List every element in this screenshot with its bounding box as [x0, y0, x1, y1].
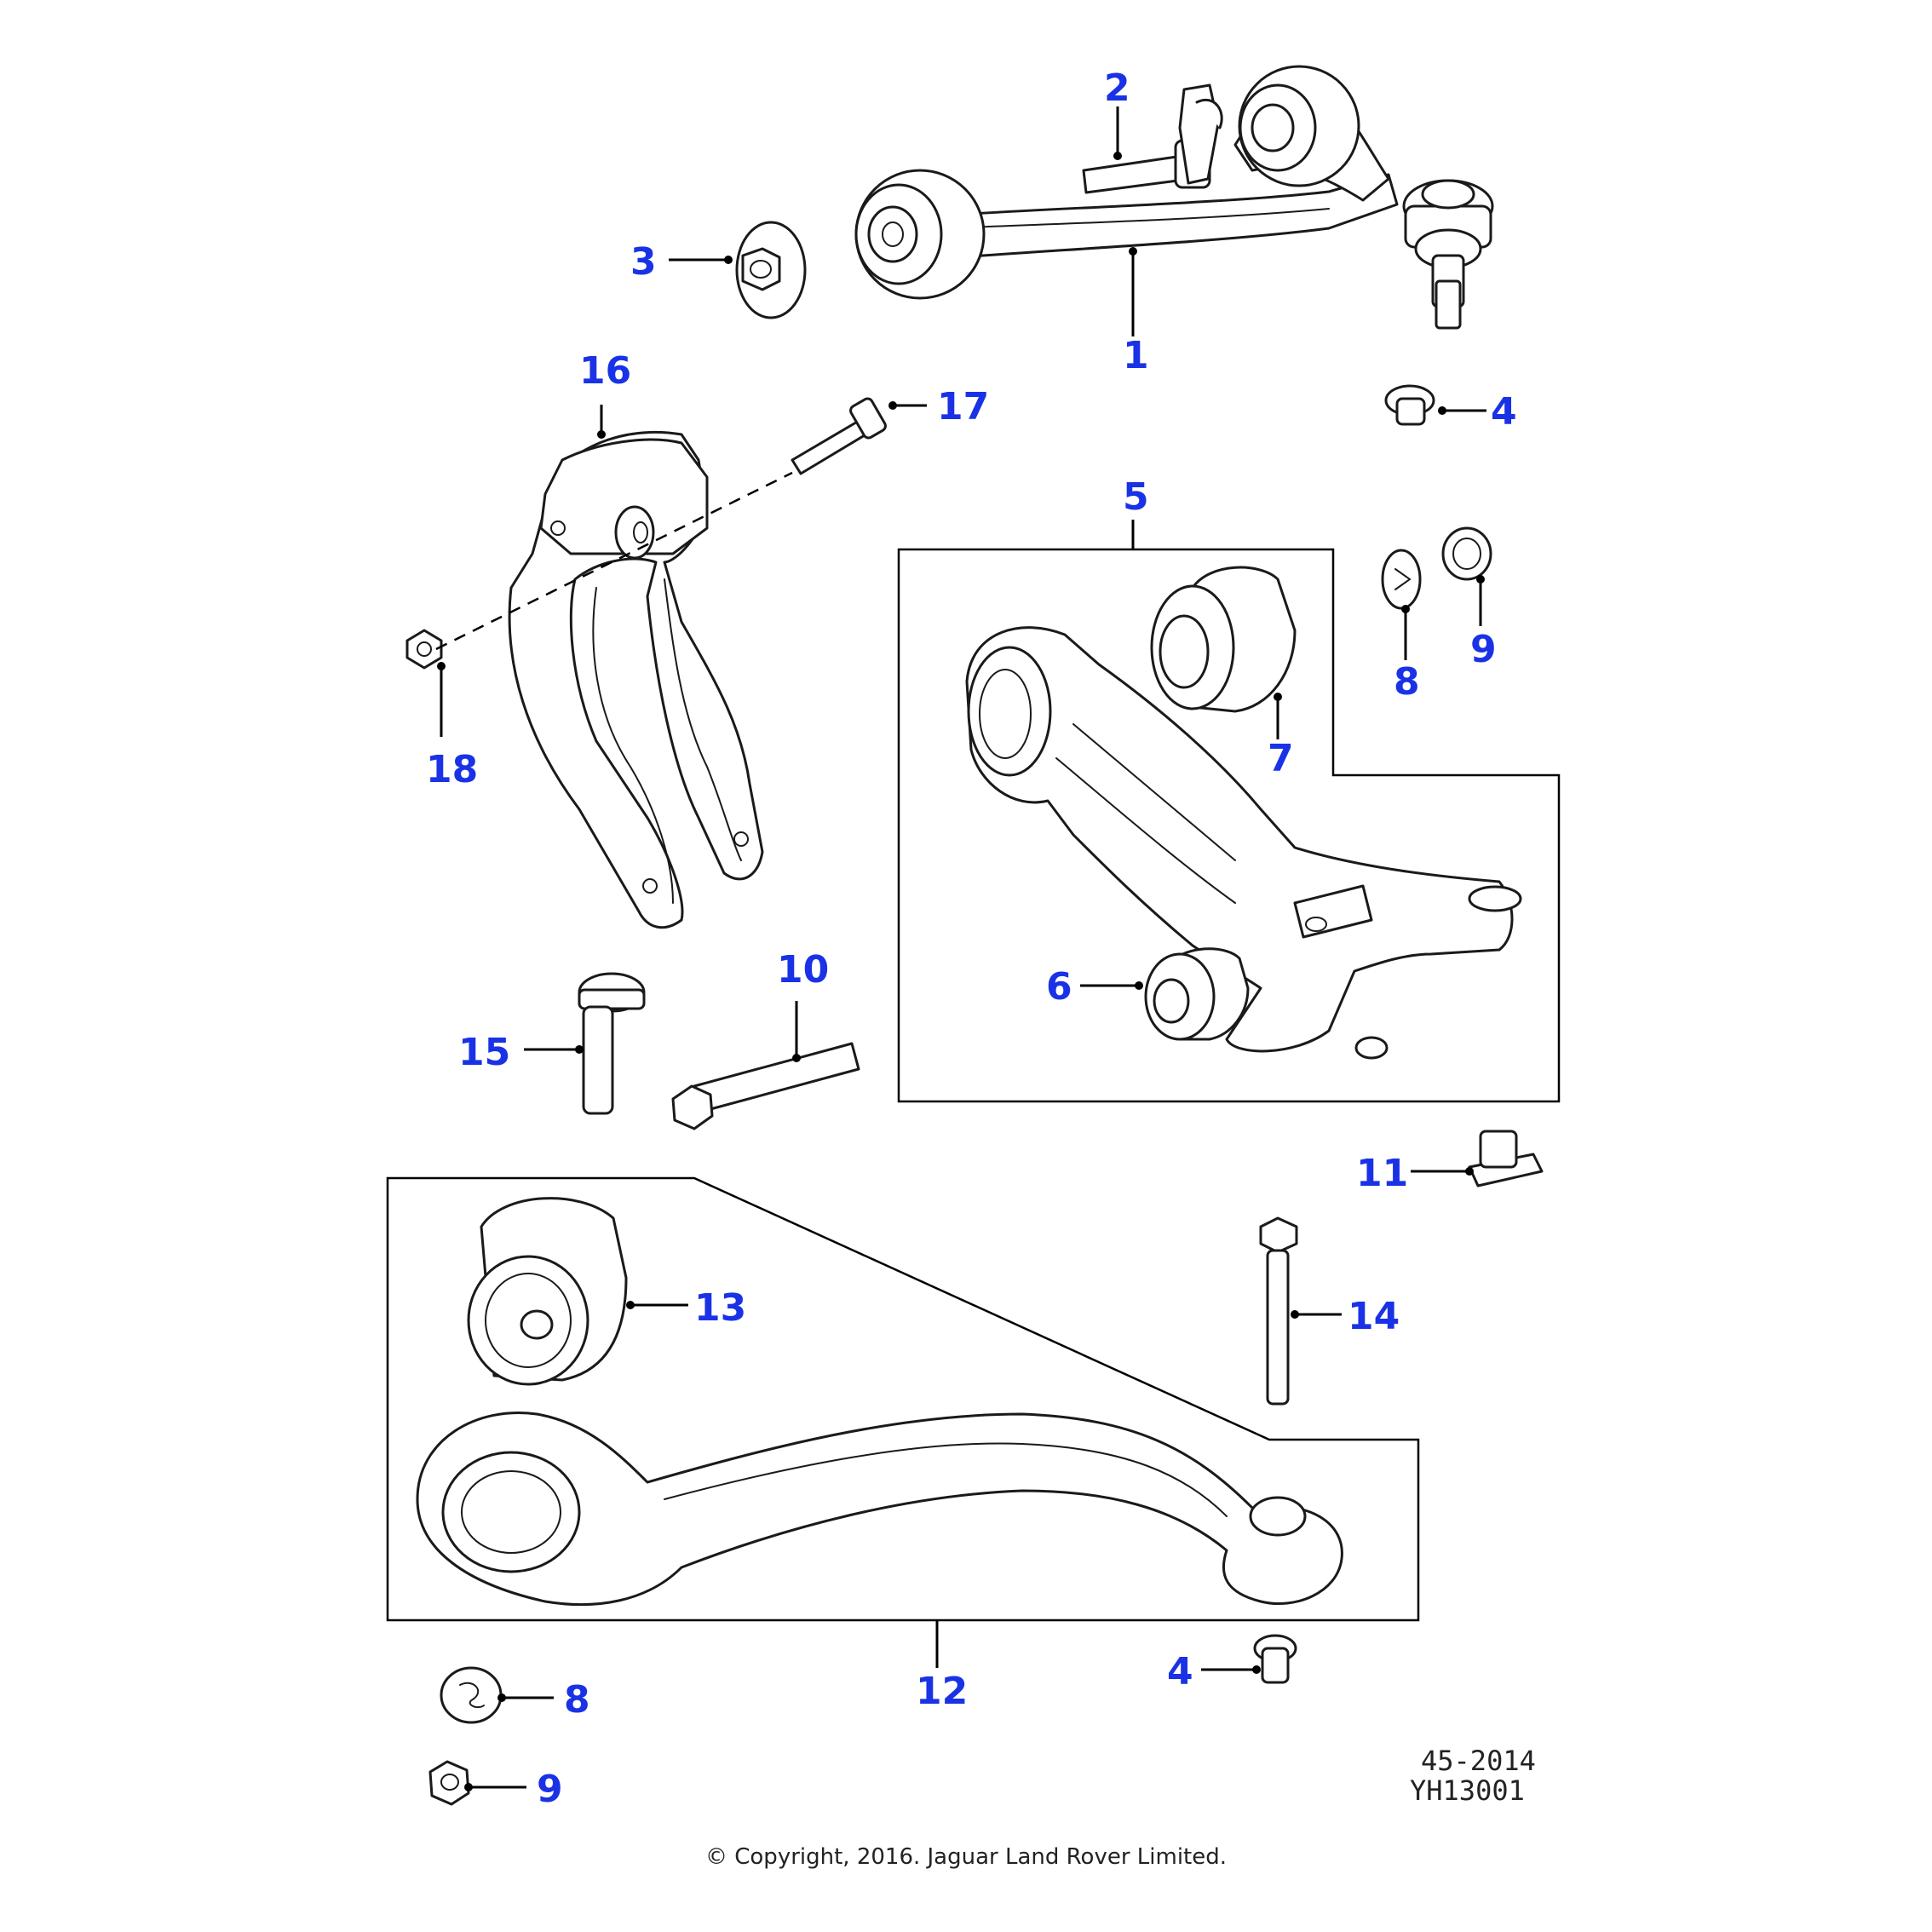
hex-nut-18 [405, 629, 443, 670]
nut-9-top [1441, 526, 1492, 581]
bushing-13 [467, 1197, 628, 1386]
callout-17: 17 [937, 385, 989, 428]
callout-9-bottom: 9 [537, 1768, 563, 1811]
mounting-bracket [508, 431, 764, 929]
leader-lines [437, 106, 1486, 1791]
callout-14: 14 [1348, 1295, 1400, 1338]
callout-10: 10 [777, 948, 829, 992]
lower-link-arm [416, 1412, 1343, 1607]
callout-16: 16 [579, 349, 631, 393]
callout-18: 18 [426, 748, 478, 791]
callout-12: 12 [916, 1670, 968, 1713]
kit-box-12 [386, 1176, 1420, 1622]
callout-8-bottom: 8 [564, 1678, 590, 1722]
flange-nut-bottom [1253, 1634, 1297, 1684]
bolt-15 [578, 972, 646, 1115]
callout-4-top: 4 [1491, 390, 1517, 434]
washer-8-top [1381, 549, 1422, 610]
nut-9-bottom [428, 1760, 470, 1806]
upper-control-arm [854, 65, 1494, 330]
kit-box-5 [897, 548, 1561, 1103]
bushing-6 [1144, 947, 1250, 1041]
cam-bolt [1082, 83, 1223, 194]
callout-7: 7 [1268, 737, 1294, 780]
flange-nut-top [1384, 384, 1435, 426]
reference-code-1: 45-2014 [1421, 1745, 1536, 1777]
washer-8-bottom [440, 1666, 503, 1724]
callout-5: 5 [1123, 475, 1149, 519]
washer-nut [735, 221, 807, 319]
callout-11: 11 [1356, 1152, 1408, 1195]
callout-3: 3 [630, 240, 657, 284]
callout-13: 13 [694, 1286, 746, 1330]
copyright-notice: © Copyright, 2016. Jaguar Land Rover Lim… [705, 1844, 1227, 1870]
callout-6: 6 [1046, 965, 1072, 1009]
bolt-14 [1259, 1216, 1298, 1406]
callout-1: 1 [1123, 334, 1149, 377]
reference-code-2: YH13001 [1410, 1774, 1525, 1807]
callout-2: 2 [1104, 66, 1130, 110]
nut-plate-11 [1468, 1130, 1544, 1187]
callout-8-top: 8 [1394, 660, 1420, 704]
callout-9-top: 9 [1470, 628, 1497, 671]
long-bolt [791, 397, 887, 475]
lower-control-arm [965, 626, 1522, 1060]
bolt-10 [671, 1042, 860, 1130]
callout-4-bottom: 4 [1167, 1650, 1193, 1693]
bushing-7 [1150, 566, 1297, 713]
callout-15: 15 [458, 1031, 510, 1074]
